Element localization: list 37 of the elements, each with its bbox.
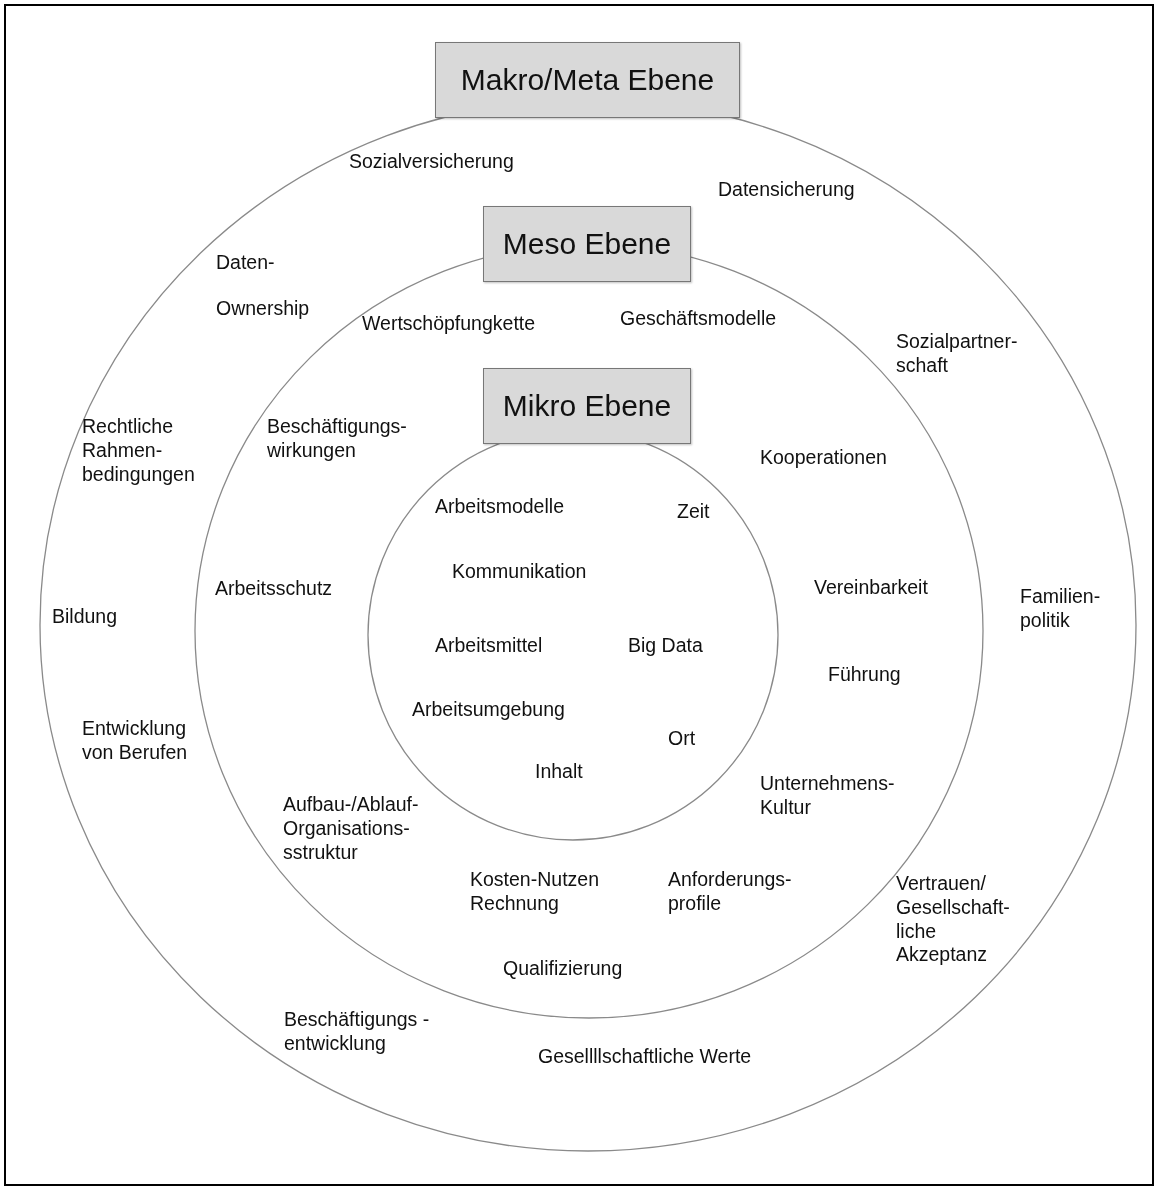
factor-label: Arbeitsumgebung — [412, 698, 566, 722]
factor-label: Gesellllschaftliche Werte — [538, 1045, 753, 1069]
factor-label: Führung — [828, 663, 902, 687]
level-heading: Meso Ebene — [502, 227, 672, 261]
factor-label: Datensicherung — [718, 178, 856, 202]
level-heading: Mikro Ebene — [502, 389, 672, 423]
factor-label: Vereinbarkeit — [814, 576, 929, 600]
factor-label: Arbeitsmittel — [435, 634, 544, 658]
factor-label: Zeit — [677, 500, 711, 524]
factor-label: Kommunikation — [452, 560, 588, 584]
factor-label: Aufbau-/Ablauf- Organisations- sstruktur — [283, 793, 420, 865]
level-heading-box — [435, 42, 740, 118]
factor-label: Bildung — [52, 605, 119, 629]
factor-label: Unternehmens- Kultur — [760, 772, 896, 820]
factor-label: Kosten-Nutzen Rechnung — [470, 868, 600, 916]
factor-label: Entwicklung von Berufen — [82, 717, 189, 765]
factor-label: Arbeitsschutz — [215, 577, 334, 601]
factor-label: Kooperationen — [760, 446, 888, 470]
factor-label: Sozialpartner- schaft — [896, 330, 1019, 378]
factor-label: Beschäftigungs- wirkungen — [267, 415, 408, 463]
factor-label: Familien- politik — [1020, 585, 1102, 633]
factor-label: Sozialversicherung — [349, 150, 515, 174]
level-heading-box — [483, 368, 691, 444]
factor-label: Ort — [668, 727, 697, 751]
factor-label: Rechtliche Rahmen- bedingungen — [82, 415, 196, 487]
factor-label: Wertschöpfungkette — [362, 312, 537, 336]
factor-label: Daten- Ownership — [216, 250, 311, 321]
factor-label: Arbeitsmodelle — [435, 495, 565, 519]
level-heading-box — [483, 206, 691, 282]
factor-label: Inhalt — [535, 760, 584, 784]
factor-label: Geschäftsmodelle — [620, 307, 778, 331]
factor-label: Beschäftigungs - entwicklung — [284, 1008, 431, 1056]
level-heading: Makro/Meta Ebene — [460, 63, 715, 97]
factor-label: Vertrauen/ Gesellschaft- liche Akzeptanz — [896, 872, 1011, 968]
factor-label: Big Data — [628, 634, 704, 658]
factor-label: Qualifizierung — [503, 957, 624, 981]
factor-label: Anforderungs- profile — [668, 868, 793, 916]
